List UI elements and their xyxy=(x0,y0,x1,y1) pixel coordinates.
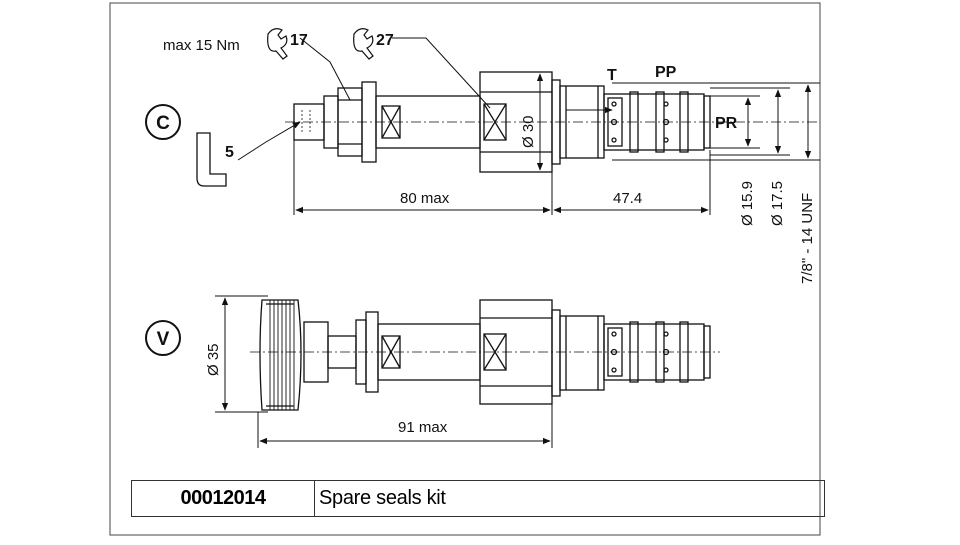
len-47-label: 47.4 xyxy=(613,190,642,207)
part-code: 00012014 xyxy=(132,481,315,516)
variant-v-drawing xyxy=(250,299,720,411)
dia-35-label: Ø 35 xyxy=(205,343,222,376)
wrench-27-label: 27 xyxy=(376,32,394,49)
port-t-label: T xyxy=(607,67,617,84)
variant-c-drawing xyxy=(285,71,820,173)
drawing-frame xyxy=(109,2,821,536)
variant-v-marker xyxy=(145,320,181,356)
dia-30-label: Ø 30 xyxy=(520,115,537,148)
variant-c-label: C xyxy=(156,113,170,134)
variant-v-dimensions xyxy=(215,295,553,448)
allen-size-label: 5 xyxy=(225,144,234,161)
variant-v-label: V xyxy=(157,329,170,350)
variant-c-dimensions xyxy=(237,37,820,215)
len-80-label: 80 max xyxy=(400,190,450,207)
len-91-label: 91 max xyxy=(398,419,448,436)
wrench-27-icon xyxy=(353,28,374,60)
allen-key-icon xyxy=(196,132,227,187)
port-pr-label: PR xyxy=(715,115,738,132)
torque-label: max 15 Nm xyxy=(163,37,240,54)
port-pp-label: PP xyxy=(655,64,677,81)
thread-label: 7/8" - 14 UNF xyxy=(799,193,816,284)
spare-parts-table: 00012014 Spare seals kit xyxy=(131,480,825,517)
wrench-17-label: 17 xyxy=(290,32,308,49)
dia-159-label: Ø 15.9 xyxy=(739,181,756,226)
part-description: Spare seals kit xyxy=(319,487,446,509)
dia-175-label: Ø 17.5 xyxy=(769,181,786,226)
variant-c-marker xyxy=(145,104,181,140)
wrench-17-icon xyxy=(267,28,288,60)
